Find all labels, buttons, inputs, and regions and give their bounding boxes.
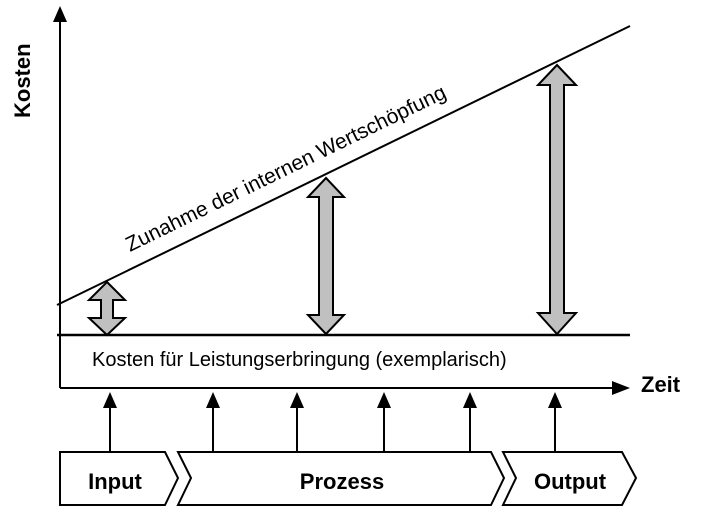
phase-process-label: Prozess xyxy=(300,469,384,494)
process-arrow-1-head xyxy=(206,392,220,408)
phase-process-chevron xyxy=(176,451,506,506)
value-add-arrow-1 xyxy=(86,280,128,337)
phase-output-label: Output xyxy=(534,469,607,494)
phase-input-label: Input xyxy=(88,469,142,494)
y-axis-label: Kosten xyxy=(10,43,35,118)
x-axis-label: Zeit xyxy=(641,372,681,397)
baseline-label: Kosten für Leistungserbringung (exemplar… xyxy=(92,349,507,371)
x-axis-arrowhead xyxy=(612,381,630,395)
y-axis-arrowhead xyxy=(53,6,67,22)
trend-line xyxy=(56,25,631,306)
phase-output-chevron xyxy=(501,451,638,506)
value-add-arrow-3 xyxy=(535,63,579,336)
value-add-arrow-2 xyxy=(305,176,347,336)
trend-line-label: Zunahme der internen Wertschöpfung xyxy=(122,81,450,257)
process-arrow-2-head xyxy=(290,392,304,408)
input-arrow-head xyxy=(103,392,117,408)
process-arrow-3-head xyxy=(377,392,391,408)
process-arrow-4-head xyxy=(463,392,477,408)
phase-input-chevron xyxy=(59,451,180,506)
output-arrow-head xyxy=(548,392,562,408)
